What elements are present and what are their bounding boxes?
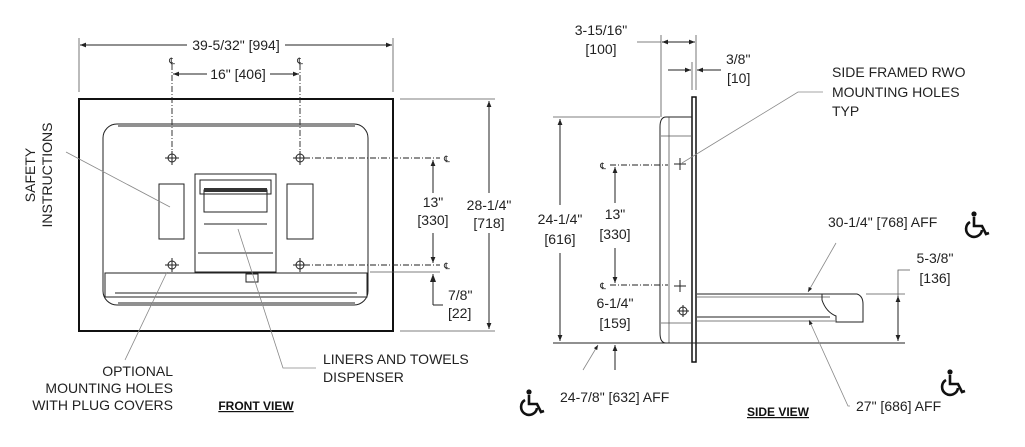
safety-label-right <box>286 183 314 240</box>
wall-plate <box>691 96 697 363</box>
bottom-offset-dim: 7/8" <box>448 287 472 303</box>
outer-frame <box>78 98 394 332</box>
overall-height-dim: 28-1/4" <box>467 197 512 213</box>
side-hole-spacing-dim: 13" <box>605 206 626 222</box>
centerline-mark: ℄ <box>296 56 303 66</box>
safety-label-left <box>158 183 185 240</box>
plate-metric: [10] <box>727 70 750 86</box>
aff-bottom-label: 24-7/8" [632] AFF <box>560 389 669 405</box>
hole-offset-metric: [159] <box>599 315 630 331</box>
side-hole-spacing-metric: [330] <box>599 226 630 242</box>
hole-offset-dim: 6-1/4" <box>597 295 634 311</box>
changing-shelf <box>104 272 368 298</box>
shelf-handle <box>821 293 864 323</box>
optional-holes-line3: WITH PLUG COVERS <box>32 397 173 413</box>
overall-height-metric: [718] <box>473 215 504 231</box>
dispenser-callout: LINERS AND TOWELS <box>323 351 469 367</box>
optional-holes-callout: OPTIONAL <box>102 363 173 379</box>
shelf-thickness-dim: 5-3/8" <box>917 250 954 266</box>
safety-callout-line2: INSTRUCTIONS <box>39 123 55 228</box>
safety-callout: SAFETY <box>22 147 38 202</box>
height-metric: [616] <box>544 231 575 247</box>
mounting-holes-callout-line2: MOUNTING HOLES <box>832 84 960 100</box>
centerline-mark: ℄ <box>443 261 450 271</box>
shelf-thickness-metric: [136] <box>919 270 950 286</box>
depth-dim: 3-15/16" <box>575 22 627 38</box>
centerline-mark: ℄ <box>599 281 606 291</box>
hole-vertical-metric: [330] <box>417 212 448 228</box>
mounting-holes-callout: SIDE FRAMED RWO <box>832 64 966 80</box>
front-view-title: FRONT VIEW <box>218 399 294 413</box>
optional-holes-line2: MOUNTING HOLES <box>45 380 173 396</box>
wheelchair-icon <box>519 388 546 417</box>
side-view: ℄ ℄ 3-15/16" [100] 3/8" [10] SIDE FRAMED… <box>519 22 991 419</box>
side-view-title: SIDE VIEW <box>747 405 810 419</box>
overall-width-dim: 39-5/32" [994] <box>192 37 279 53</box>
hole-spacing-dim: 16" [406] <box>210 66 266 82</box>
centerline-mark: ℄ <box>443 154 450 164</box>
inner-bezel <box>102 123 369 306</box>
height-dim: 24-1/4" <box>538 211 583 227</box>
dispenser-callout-line2: DISPENSER <box>323 369 404 385</box>
plate-dim: 3/8" <box>726 51 750 67</box>
depth-metric: [100] <box>585 41 616 57</box>
wheelchair-icon <box>940 368 967 397</box>
unit-body <box>659 116 692 344</box>
mounting-holes-callout-line3: TYP <box>832 103 859 119</box>
centerline-mark: ℄ <box>599 161 606 171</box>
centerline-mark: ℄ <box>168 56 175 66</box>
front-view: ℄ ℄ ℄ ℄ 39-5/32" [994] 16" [406] 13" [33… <box>22 37 511 413</box>
bottom-offset-metric: [22] <box>448 305 471 321</box>
dispenser-graphic <box>194 173 277 273</box>
hole-vertical-dim: 13" <box>423 194 444 210</box>
aff-top-label: 30-1/4" [768] AFF <box>828 214 937 230</box>
wheelchair-icon <box>964 210 991 239</box>
aff-shelf-label: 27" [686] AFF <box>856 398 941 414</box>
